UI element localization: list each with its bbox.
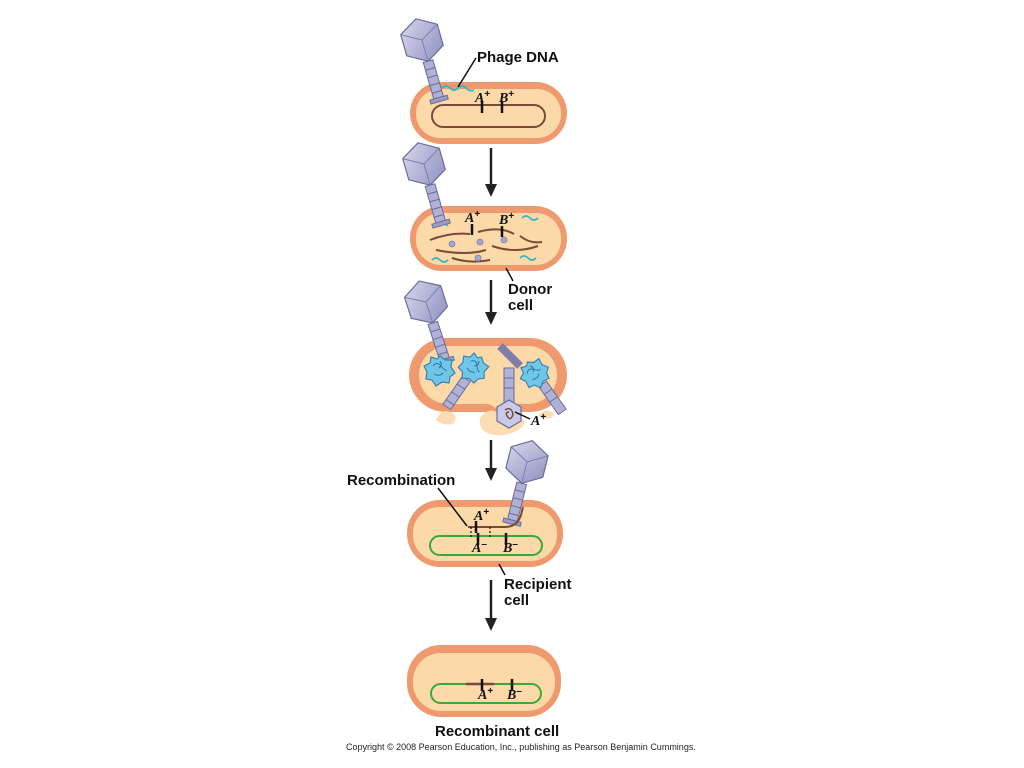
svg-text:B+: B+: [498, 89, 514, 106]
arrow-3: [485, 440, 497, 481]
bacterial-chromosome: [431, 104, 546, 128]
phage-3b: [442, 347, 494, 411]
phage-dna-strand: [441, 85, 475, 92]
donor-cell-label: Donor cell: [508, 281, 556, 314]
recombinant-cell-label: Recombinant cell: [435, 723, 559, 740]
chromosome-fragments: [429, 228, 543, 263]
svg-text:B–: B–: [502, 539, 518, 556]
svg-text:A+: A+: [473, 507, 489, 524]
injected-donor-dna: [468, 506, 524, 528]
recipient-cell-label: Recipient cell: [504, 576, 576, 609]
svg-text:A+: A+: [464, 209, 480, 226]
svg-text:B+: B+: [498, 211, 514, 228]
stage-4-recombination: Recombination A+ A– B– Recipient cell: [347, 435, 576, 609]
stage-3-phage-assembly-lysis: A+: [400, 274, 567, 436]
arrow-2: [485, 280, 497, 325]
stage-1-infection: Phage DNA A+ B+: [397, 13, 567, 144]
arrow-4: [485, 580, 497, 631]
svg-text:A+: A+: [530, 412, 546, 429]
copyright-notice: Copyright © 2008 Pearson Education, Inc.…: [346, 742, 696, 752]
recombination-label: Recombination: [347, 472, 455, 489]
stage-5-recombinant: A+ B– Recombinant cell: [407, 645, 561, 740]
svg-text:A–: A–: [471, 539, 487, 556]
arrow-1: [485, 148, 497, 197]
svg-text:A+: A+: [474, 89, 490, 106]
phage-3c: [514, 353, 567, 416]
phage-dna-label: Phage DNA: [477, 49, 559, 66]
transducing-phage: [496, 367, 522, 429]
stage-2-dna-fragmentation: A+ B+ Donor cell: [399, 137, 567, 314]
svg-text:B–: B–: [506, 686, 522, 703]
recipient-chromosome: [429, 535, 543, 556]
svg-text:A+: A+: [477, 686, 493, 703]
